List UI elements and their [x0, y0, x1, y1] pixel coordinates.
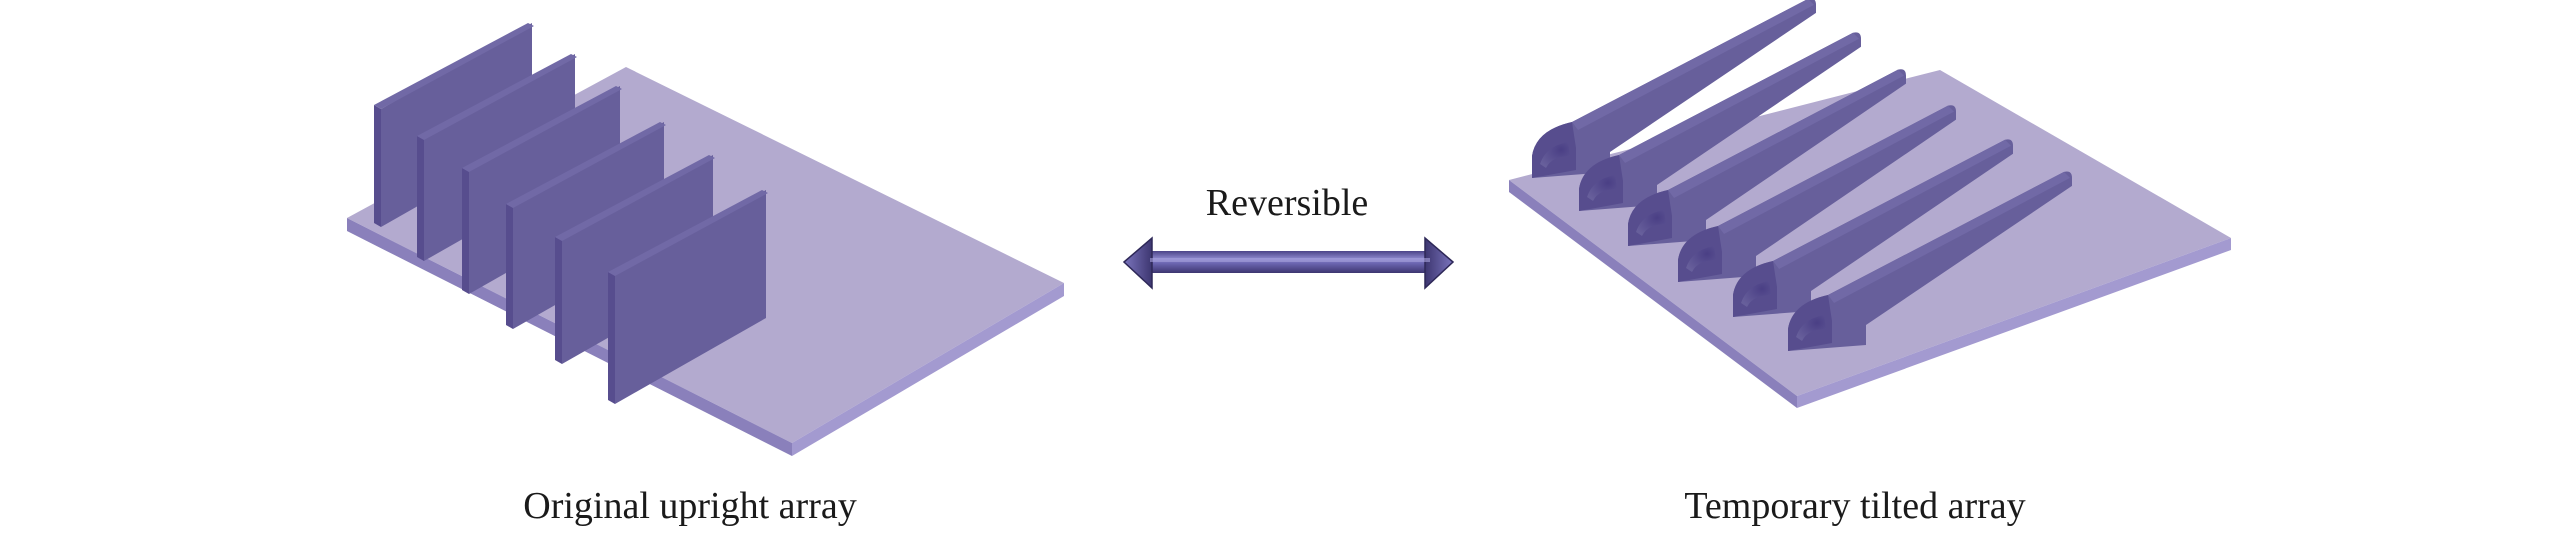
tilted-fin — [1678, 105, 1956, 282]
fin-edge — [555, 237, 562, 364]
double-arrow-icon — [1122, 236, 1455, 290]
ridge-body — [1678, 105, 1956, 282]
ridge-hollow — [1540, 142, 1570, 168]
reversible-label: Reversible — [1206, 182, 1369, 224]
upright-fin — [608, 190, 768, 404]
fin-top — [374, 23, 534, 109]
fin-edge — [608, 272, 615, 404]
ridge-body — [1532, 0, 1816, 178]
ridge-top-highlight — [1718, 105, 1954, 235]
tilted-fins — [1532, 0, 2072, 351]
caption-temporary-tilted-array: Temporary tilted array — [1684, 485, 2025, 527]
ridge-top-highlight — [1619, 32, 1859, 163]
reversible-transition: Reversible — [1122, 182, 1455, 290]
ridge-hollow — [1741, 281, 1771, 307]
fin-edge — [462, 168, 469, 294]
ridge-hollow — [1636, 210, 1666, 236]
tilted-fin — [1532, 0, 1816, 178]
fin-top — [555, 155, 715, 241]
ridge-top-highlight — [1773, 139, 2011, 269]
fin-edge — [506, 204, 513, 329]
caption-original-upright-array: Original upright array — [523, 485, 856, 527]
tilted-fin — [1579, 32, 1861, 212]
substrate-front-edge — [1509, 180, 1797, 408]
tilted-array-illustration — [1509, 0, 2231, 408]
tilted-fin — [1788, 171, 2072, 351]
ridge-body — [1579, 32, 1861, 212]
fin-edge — [374, 105, 381, 227]
ridge-top-highlight — [1668, 69, 1904, 199]
ridge-top-highlight — [1572, 0, 1814, 130]
ridge-hollow — [1587, 175, 1617, 201]
fin-face — [615, 190, 766, 404]
tilted-fin — [1733, 139, 2013, 317]
tilted-fin — [1628, 69, 1906, 246]
fin-top — [506, 122, 666, 208]
ridge-body — [1788, 171, 2072, 351]
fin-top — [608, 190, 768, 276]
substrate-side-edge — [792, 283, 1064, 456]
substrate-side-edge — [1797, 238, 2231, 408]
upright-fins — [374, 23, 768, 404]
ridge-body — [1628, 69, 1906, 246]
ridge-hollow — [1796, 315, 1826, 341]
upright-array-illustration — [347, 23, 1064, 456]
ridge-top-highlight — [1828, 171, 2070, 303]
ridge-hollow — [1686, 246, 1716, 272]
fin-top — [462, 86, 622, 172]
fin-edge — [417, 136, 424, 261]
ridge-body — [1733, 139, 2013, 317]
fin-top — [417, 54, 577, 140]
